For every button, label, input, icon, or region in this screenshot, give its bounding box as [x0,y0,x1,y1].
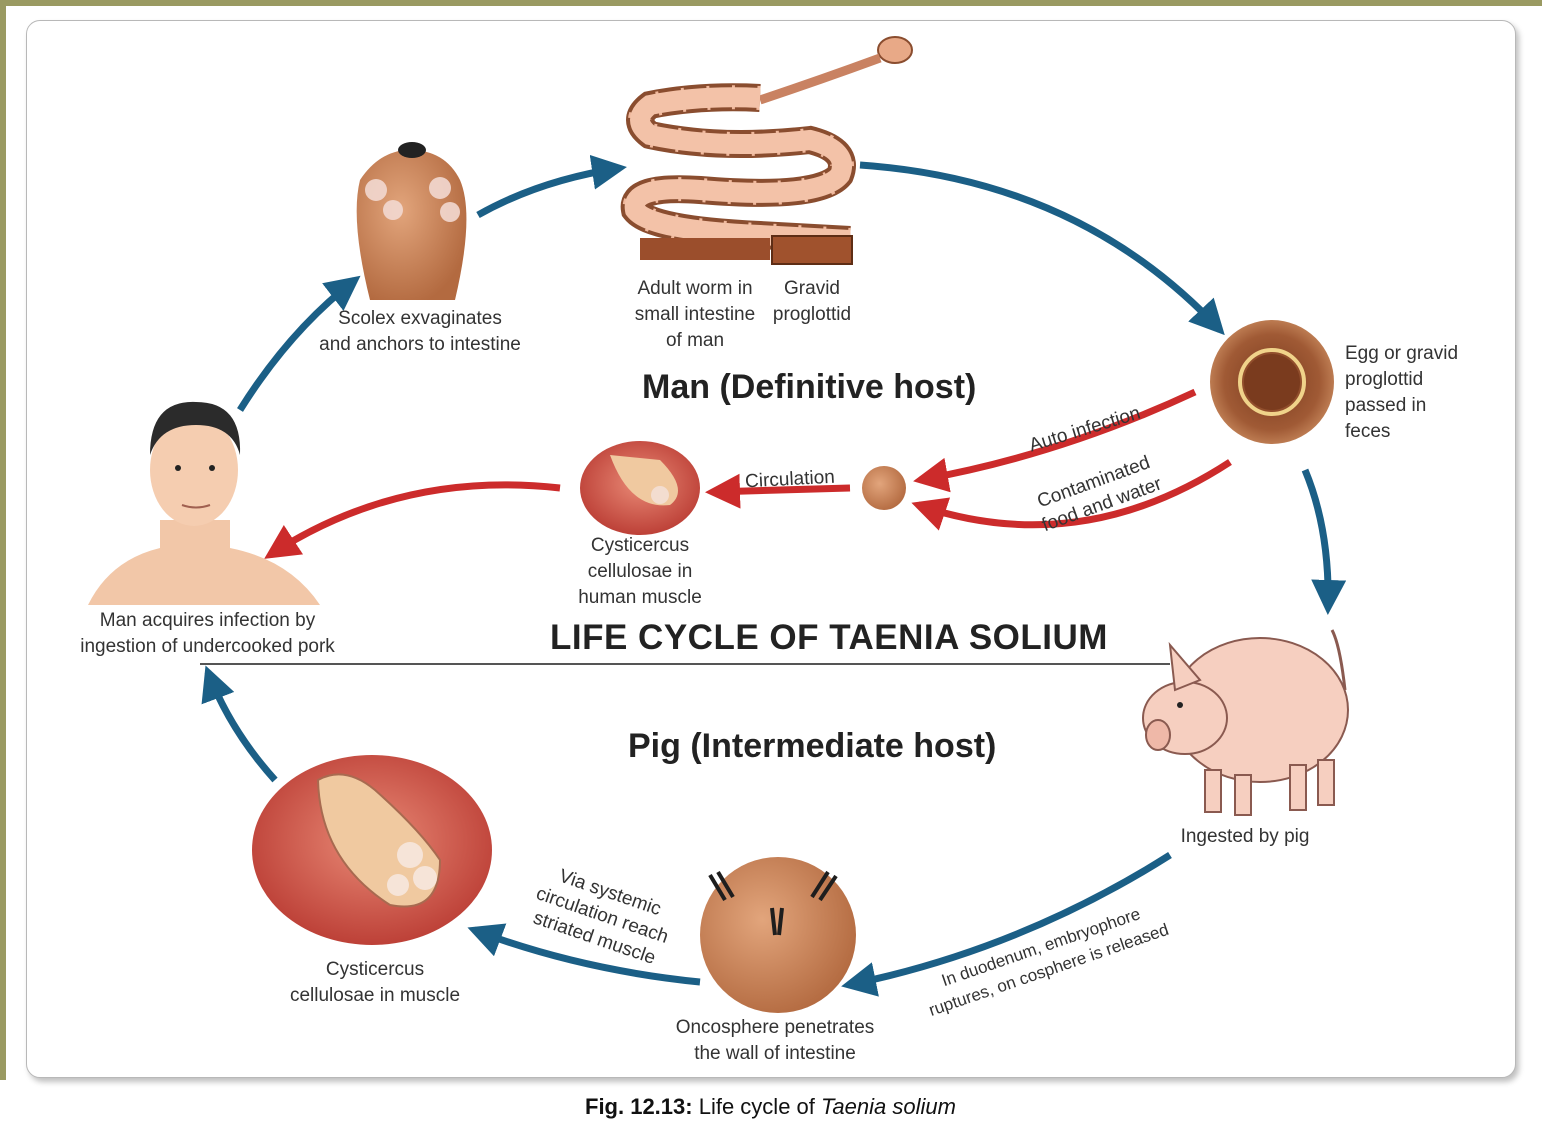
man-label-line2: ingestion of undercooked pork [70,634,345,660]
intermediate-host-heading: Pig (Intermediate host) [628,727,996,766]
cyst-muscle-line2: cellulosae in muscle [270,983,480,1009]
adult-worm-label-line1: Adult worm in [625,276,765,302]
gravid-proglottid-label: Gravid proglottid [762,276,862,328]
scolex-label-line2: and anchors to intestine [310,332,530,358]
cyst-human-line2: cellulosae in [560,559,720,585]
egg-icon [1210,320,1334,444]
adult-worm-label-line3: of man [625,328,765,354]
oncosphere-label-line1: Oncosphere penetrates [660,1015,890,1041]
oncosphere-icon [700,857,856,1013]
cysticercus-human-icon [580,441,700,535]
pig-icon [1143,630,1348,815]
arrow-cysticercus-to-man [208,672,275,780]
egg-label-line3: passed in [1345,393,1458,419]
diagram-title: LIFE CYCLE OF TAENIA SOLIUM [550,618,1108,658]
cysticercus-human-label: Cysticercus cellulosae in human muscle [560,533,720,611]
oncosphere-label: Oncosphere penetrates the wall of intest… [660,1015,890,1067]
adult-worm-label-line2: small intestine [625,302,765,328]
scolex-label-line1: Scolex exvaginates [310,306,530,332]
egg-label: Egg or gravid proglottid passed in feces [1345,341,1458,445]
caption-species: Taenia solium [821,1094,956,1119]
cysticercus-icon [252,755,492,945]
definitive-host-heading: Man (Definitive host) [642,368,976,407]
arrow-scolex-to-adult [478,168,620,215]
caption-text: Life cycle of [699,1094,815,1119]
arrow-adult-to-egg [860,165,1220,330]
scolex-icon [357,142,467,300]
scolex-label: Scolex exvaginates and anchors to intest… [310,306,530,358]
gravid-label-line1: Gravid [762,276,862,302]
caption-label: Fig. 12.13: [585,1094,693,1119]
ingested-by-pig-label: Ingested by pig [1160,824,1330,850]
arrow-cysticercus-to-human [270,485,560,555]
oncosphere-label-line2: the wall of intestine [660,1041,890,1067]
egg-label-line4: feces [1345,419,1458,445]
man-acquires-label: Man acquires infection by ingestion of u… [70,608,345,660]
adult-worm-label: Adult worm in small intestine of man [625,276,765,354]
egg-label-line1: Egg or gravid [1345,341,1458,367]
egg-label-line2: proglottid [1345,367,1458,393]
cyst-human-line1: Cysticercus [560,533,720,559]
man-label-line1: Man acquires infection by [70,608,345,634]
man-icon [88,402,320,605]
tapeworm-icon [635,37,912,264]
cyst-human-line3: human muscle [560,585,720,611]
figure-caption: Fig. 12.13: Life cycle of Taenia solium [585,1094,956,1120]
cysticercus-muscle-label: Cysticercus cellulosae in muscle [270,957,480,1009]
oncosphere-small-icon [862,466,906,510]
arrow-egg-to-pig [1305,470,1328,608]
cyst-muscle-line1: Cysticercus [270,957,480,983]
gravid-label-line2: proglottid [762,302,862,328]
